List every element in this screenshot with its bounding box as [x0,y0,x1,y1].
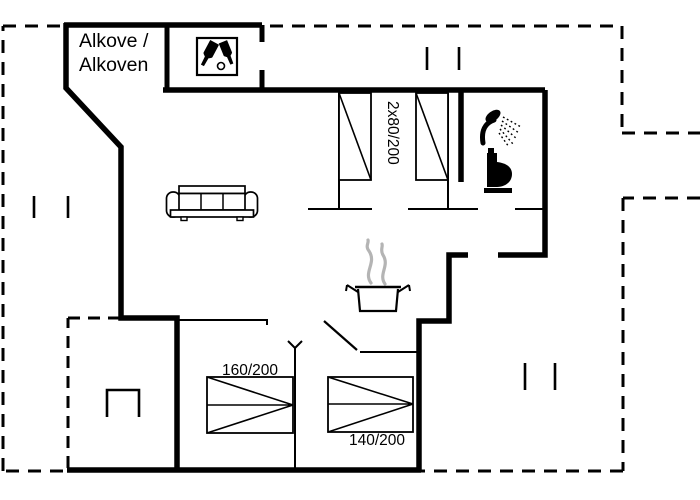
bed-140-200: 140/200 [327,376,414,449]
terrace-boundary [1,24,700,473]
steps-marker-bottom-right [523,363,557,390]
steps-marker-left [32,196,70,218]
wine-bottles-icon [195,36,239,77]
bed-160-200: 160/200 [206,362,294,434]
exterior-walls [63,22,548,473]
bed-140-label: 140/200 [349,432,405,449]
alcove-label-line1: Alkove / [79,30,149,52]
antenna-icon [287,340,303,358]
alcove-label-line2: Alkoven [79,54,148,76]
double-bed-label: 2x80/200 [384,101,401,165]
toilet-icon [484,148,512,193]
wood-stove-icon [105,388,141,417]
steps-marker-top [425,47,461,70]
alcove-label: Alkove / Alkoven [79,30,149,76]
door-swing [323,320,358,351]
bed-160-label: 160/200 [222,362,278,379]
double-bed-2x80-200: 2x80/200 [338,92,449,181]
shower-icon [480,109,522,148]
sofa-icon [165,185,259,222]
cooking-pot-icon [345,238,411,313]
